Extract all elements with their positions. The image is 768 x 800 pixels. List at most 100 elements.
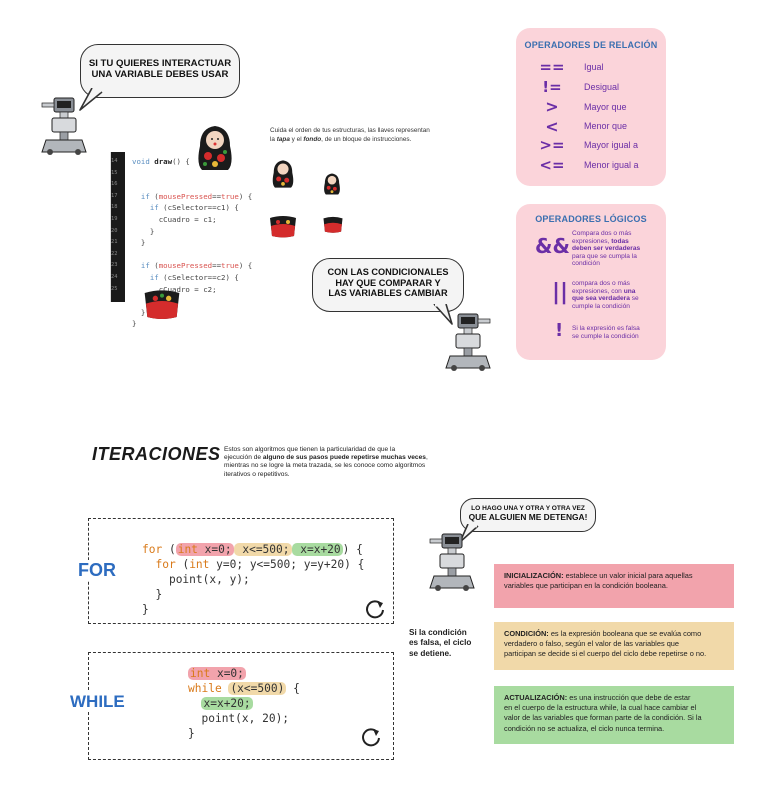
code-keyword: for [155,558,176,571]
line-number: 18 [111,204,118,211]
line-number: 20 [111,227,118,234]
for-label: FOR [76,560,118,581]
init-title: INICIALIZACIÓN: [504,571,564,580]
relational-operator-row: >=Mayor igual a [532,136,638,154]
code-text: } [140,238,146,248]
code-text: } [188,727,195,740]
note-tapa: tapa [276,135,290,143]
robot-illustration [445,313,491,371]
false-note-line: Si la condición [409,628,467,637]
or-operator-description: compara dos o más expresiones, con una q… [572,280,662,310]
condition-box: CONDICIÓN: es la expresión booleana que … [494,622,734,670]
or-bold: que sea verdadera [572,295,630,303]
logical-operators-title: OPERADORES LÓGICOS [535,214,647,224]
code-keyword: true [221,261,239,271]
robot-illustration [41,97,87,155]
code-text: y=0; y<=500; y=y+20) { [209,558,365,571]
relational-operator-symbol: != [542,77,562,96]
or-bold: una [623,287,636,295]
bubble-top-tail [79,88,103,111]
robot-illustration [429,533,475,591]
iteraciones-text: iterativos o repetitivos. [224,470,290,478]
code-text: == [212,191,222,201]
or-text: se [629,295,639,303]
relational-operator-symbol: < [545,116,559,136]
line-number: 22 [111,250,118,257]
cond-text: es la expresión booleana que se evalúa c… [548,629,702,638]
line-number: 17 [111,192,118,199]
init-text: establece un valor inicial para aquellas [563,571,693,580]
code-text: point(x, y); [168,573,250,586]
code-keyword: if [149,272,159,282]
relational-operator-label: Menor igual a [584,159,639,170]
code-keyword: if [140,191,150,201]
cond-title: CONDICIÓN: [504,629,549,638]
code-keyword: while [188,682,222,695]
and-bold: deben ser verdaderas [572,245,641,253]
loop-icon [362,728,380,747]
speech-bubble-mid: CON LAS CONDICIONALES HAY QUE COMPARAR Y… [312,258,464,312]
iteraciones-title: ITERACIONES [92,444,221,464]
not-operator-symbol: ! [555,320,564,341]
and-operator-symbol: && [535,234,570,258]
bubble-mid-line3: LAS VARIABLES CAMBIAR [328,288,448,299]
matryoshka-doll-icon [198,126,232,170]
code-keyword: for [142,543,163,556]
line-number: 25 [111,285,118,292]
relational-operator-row: > Mayor que [532,97,627,116]
iteraciones-text: , [425,454,428,462]
act-text: en el cuerpo de la estructura while, la … [504,703,697,713]
line-number: 23 [111,262,118,269]
bubble-top-line2: UNA VARIABLE DEBES USAR [91,69,229,81]
while-update-highlight: x=x+20; [201,697,253,710]
logical-operators-card: OPERADORES LÓGICOS [516,204,666,360]
bubble-top-line1: SI TU QUIERES INTERACTUAR [88,58,232,69]
speech-bubble-iter: LO HAGO UNA Y OTRA Y OTRA VEZ QUE ALGUIE… [460,498,596,532]
init-text: variables que participan en la condición… [504,581,668,591]
doll-base-icon [144,290,180,319]
bubble-mid-line1: CON LAS CONDICIONALES [327,267,449,277]
code-text: } [142,603,149,616]
code-keyword: mousePressed [158,191,213,201]
or-operator-symbol: || [552,280,569,305]
code-text: () { [172,157,190,166]
code-keyword: if [149,203,159,213]
relational-operator-label: Mayor que [584,101,627,112]
line-numbers: 14 15 16 17 18 19 20 21 22 23 24 25 [111,156,118,295]
for-code: for (int x=0; x<=500; x=x+20) { for (int… [142,542,364,617]
code-keyword: int [190,667,211,680]
code-text: } [155,588,163,601]
relational-operator-row: <Menor que [532,117,627,136]
relational-operators-title: OPERADORES DE RELACIÓN [524,40,658,50]
cond-text: participan se decide si el cuerpo del ci… [504,649,707,659]
iteraciones-text: mientras no se logre la meta trazada, se… [224,462,426,470]
line-number: 14 [111,158,118,164]
code-text: cCuadro = c2; [158,284,217,294]
line-number: 19 [111,215,118,222]
code-text: (cSelector==c1) { [158,203,239,213]
relational-operator-row: ==Igual [532,58,603,76]
while-condition-highlight: (x<=500) [228,682,287,695]
iteraciones-text: ejecución de [224,454,263,462]
code-keyword: true [221,191,239,201]
for-update-highlight: x=x+20 [291,543,343,556]
condition-false-note: Si la condición es falsa, el ciclo se de… [409,628,471,659]
code-text: ) { [238,191,253,201]
code-keyword: if [140,261,150,271]
code-text: == [212,261,222,271]
code-text: x=0; [210,667,244,680]
code-text: ( [175,558,190,571]
relational-operator-label: Desigual [584,81,620,92]
code-text: x=0; [197,543,232,556]
bubble-mid-tail [433,304,453,325]
note-fondo: fondo [303,135,322,143]
relational-operator-symbol: > [545,97,559,116]
code-text: cCuadro = c1; [158,214,217,224]
while-init-highlight: int x=0; [188,667,246,680]
act-title: ACTUALIZACIÓN: [504,693,568,702]
act-text: es una instrucción que debe de estar [567,693,691,702]
note-text: Cuida el orden de tus estructuras, las l… [270,127,430,144]
bubble-mid-line2: HAY QUE COMPARAR Y [335,277,441,288]
note-text-c: , de un bloque de instrucciones. [321,135,412,143]
false-note-line: se detiene. [409,648,452,658]
